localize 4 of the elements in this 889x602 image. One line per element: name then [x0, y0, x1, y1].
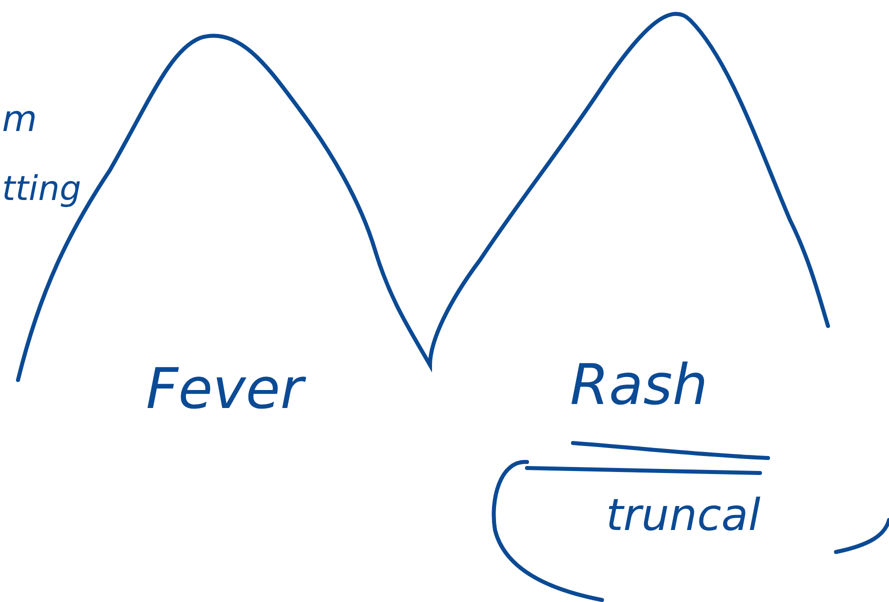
handwritten-label: m — [2, 102, 38, 138]
handwritten-label: Rash — [570, 358, 708, 414]
handwritten-label: truncal — [606, 494, 760, 538]
handwritten-label: tting — [2, 172, 82, 206]
